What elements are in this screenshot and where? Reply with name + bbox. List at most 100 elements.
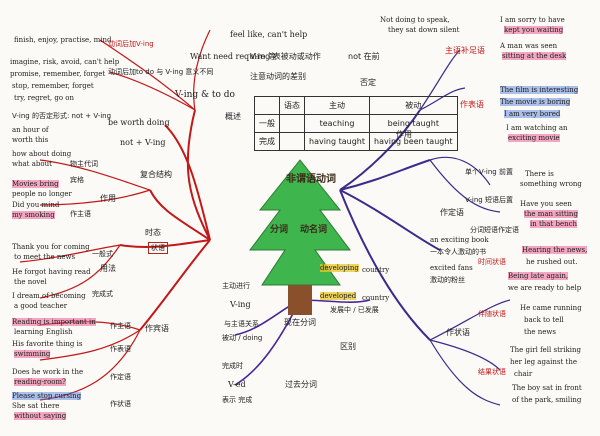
she-sat-text: She sat there [12,402,60,410]
result-text: 结果状语 [478,368,506,376]
people-no-text: people no longer [12,190,72,198]
does-he-work-text: Does he work in the [12,368,84,376]
object-form-text: 宾格 [70,176,84,184]
table-cell [279,114,305,133]
the-girl-text: The girl fell striking [510,346,581,354]
feel-like-text: feel like, can't help [230,30,308,39]
ving-passive-text: V-ing 表被动或动作 [250,52,321,61]
in-the-past-text: 表示 完成 [222,396,253,404]
developed-text: developed [320,292,357,300]
table-cell: 被动 [369,96,458,115]
tense-label: 时态 [145,228,161,237]
stop-text: stop, remember, forget [12,82,94,90]
subject2-text: 作主语 [110,322,131,330]
ving-meaning-text: V-ing [230,300,251,309]
past-part-text: 过去分词 [285,380,317,389]
compound-text: 复合结构 [140,170,172,179]
predicative-text: 作表语 [110,345,131,353]
meaning-diff-text: 动词后加to do 与 V-ing 意义不同 [108,68,214,76]
negative-text: 否定 [360,78,376,87]
ved-text: V-ed [228,380,246,389]
of-the-park-text: of the park, smiling [512,396,582,404]
in-that-text: in that bench [530,220,578,228]
the-news-text: the news [524,328,556,336]
kept-waiting-text: kept you waiting [504,26,564,34]
learning-english-text: learning English [14,328,73,336]
they-sat-text: they sat down silent [388,26,460,34]
sitting-text: sitting at the desk [502,52,567,60]
sorry-text: I am sorry to have [500,16,565,24]
what-about-text: what about [12,160,52,168]
table-cell: being taught [369,114,458,133]
my-smoking-text: my smoking [12,211,55,219]
center-title: 非谓语动词 [286,174,336,185]
subj-compl-text: 主语补足语 [445,46,485,55]
center-left-label: 分词 [270,225,289,235]
adverbial-text: 作状语 [110,400,131,408]
table-cell: teaching [303,114,371,133]
passive-doing-text: 被动 / doing [222,334,263,342]
red-branch-compound [149,189,211,241]
general-text: 一般式 [92,250,113,258]
red-branch-usage [139,239,211,331]
favorite-text: His favorite thing is [12,340,83,348]
one-book-text: 一本令人激动的书 [430,248,486,256]
country1-text: country [362,266,390,274]
red-branch-function [119,239,211,249]
an-hour-text: an hour of [12,126,49,134]
hearing-news-text: Hearing the news, [522,246,588,254]
present-part-text: 现在分词 [284,318,316,327]
be-worth-text: be worth doing [108,118,170,127]
good-teacher-text: a good teacher [14,302,68,310]
verbs-with-text: 作用 [396,130,412,139]
shape-text: 区别 [340,342,356,351]
ving-and-todo-text: V-ing & to do [175,90,235,100]
table-cell: having been taught [369,132,458,151]
right-predicative-text: 作表语 [460,100,484,109]
comes-running-text: He came running [520,304,582,312]
reading-is-text: Reading is important in [12,318,96,326]
man-seen-text: A man was seen [500,42,558,50]
her-leg-text: her leg against the [510,358,577,366]
table-cell: 主动 [303,96,371,115]
attribute-text: 作定语 [110,373,131,381]
very-bored-text: I am very bored [504,110,561,118]
chair-text: chair [514,370,533,378]
without-saying-text: without saying [14,412,67,420]
tree-illustration [249,159,351,315]
exciting-movie-text: exciting movie [508,134,560,142]
right-attribute-text: 作定语 [440,208,464,217]
developing-text: developing [320,264,359,272]
table-cell: having taught [303,132,371,151]
not-doing-text: Not doing to speak, [380,16,450,24]
table-cell: 完成 [254,132,280,151]
contrast-text: 发展中 / 已发展 [330,306,379,314]
red-branch-group [19,29,211,401]
manner-text: 伴随状语 [478,310,506,318]
an-exciting-text: an exciting book [430,236,489,244]
center-right-label: 动名词 [300,225,328,235]
have-you-text: Have you seen [520,200,572,208]
something-text: something wrong [520,180,582,188]
finish-text: finish, enjoy, practise, mind [14,36,112,44]
table-cell: 语态 [279,96,305,115]
perfect-text: 完成式 [92,290,113,298]
tense-table: 语态 主动 被动 一般 teaching being taught 完成 hav… [254,96,458,151]
progressive-text: 主动进行 [222,282,250,290]
obj-position-text: 作宾语 [145,324,169,333]
red-branch-negative [164,124,211,241]
verbs-group-text: 动词后加V-ing [108,40,154,48]
back-to-text: back to tell [524,316,564,324]
the-boy-text: The boy sat in front [512,384,582,392]
excited-cn-text: 激动的粉丝 [430,276,465,284]
subject-text: 作主语 [70,210,91,218]
purple-branch-function [339,159,431,191]
function-text: 作用 [100,194,116,203]
right-adverbial-text: 作状语 [446,328,470,337]
being-late-text: Being late again, [508,272,569,280]
reading-room-text: reading-room? [14,378,66,386]
he-forgot-text: He forgot having read [12,268,91,276]
not-with-text: not 在前 [348,52,380,61]
